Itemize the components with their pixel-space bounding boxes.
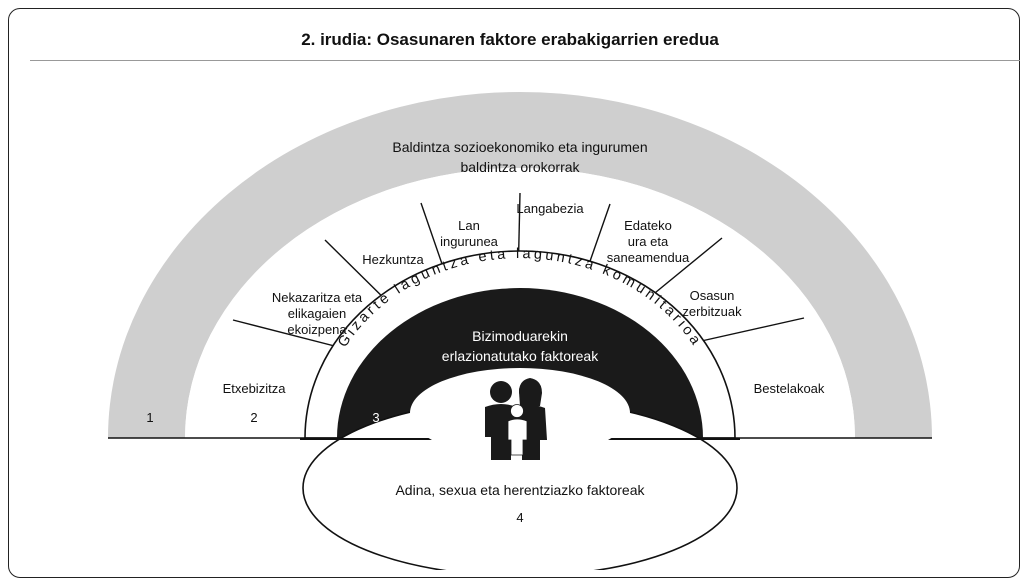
sector-label: saneamendua <box>607 250 690 265</box>
sector-label: Lan <box>458 218 480 233</box>
outer-layer-label-line1: Baldintza sozioekonomiko eta ingurumen <box>392 139 647 155</box>
title-divider <box>30 60 1020 61</box>
sector-label: Langabezia <box>516 201 584 216</box>
sector-label: Edateko <box>624 218 672 233</box>
family-icon <box>485 378 547 460</box>
outer-layer-label-line2: baldintza orokorrak <box>460 159 580 175</box>
figure-title: 2. irudia: Osasunaren faktore erabakigar… <box>301 30 719 49</box>
sector-divider <box>687 317 805 345</box>
sector-label: ura eta <box>628 234 669 249</box>
sector-label: Hezkuntza <box>362 252 424 267</box>
living-conditions-number: 2 <box>250 410 257 425</box>
sector-label: Osasun <box>690 288 735 303</box>
living-conditions-sectors: Etxebizitza Nekazaritza etaelikagaienekoi… <box>223 201 825 396</box>
lifestyle-label-line1: Bizimoduarekin <box>472 328 568 344</box>
sector-label: Etxebizitza <box>223 381 287 396</box>
core-number: 4 <box>516 510 523 525</box>
sector-label: Nekazaritza eta <box>272 290 363 305</box>
sector-label: ingurunea <box>440 234 499 249</box>
sector-label: elikagaien <box>288 306 347 321</box>
outer-layer-number: 1 <box>146 410 153 425</box>
sector-label: ekoizpena <box>287 322 347 337</box>
core-label: Adina, sexua eta herentziazko faktoreak <box>395 482 645 498</box>
sector-label: Bestelakoak <box>754 381 825 396</box>
lifestyle-label-line2: erlazionatutako faktoreak <box>442 348 599 364</box>
lifestyle-number: 3 <box>372 410 379 425</box>
sector-label: zerbitzuak <box>682 304 742 319</box>
outer-layer-band <box>108 92 932 438</box>
